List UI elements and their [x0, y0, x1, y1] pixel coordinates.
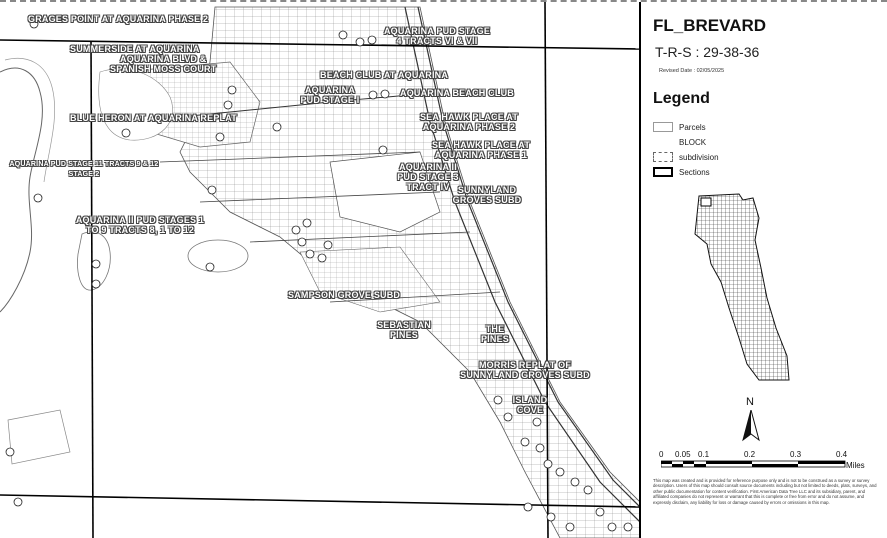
map-label: AQUARINA PUD STAGE 11 TRACTS 9 & 12 STAG…: [9, 161, 159, 178]
disclaimer-text: This map was created and is provided for…: [653, 478, 877, 505]
scale-tick-label: 0.1: [698, 450, 710, 459]
legend-item-label: BLOCK: [679, 137, 707, 147]
legend-panel: FL_BREVARD T-R-S : 29-38-36 Revised Date…: [641, 2, 887, 538]
map-label: ISLAND COVE: [512, 395, 548, 415]
block-swatch: [653, 137, 673, 147]
scale-bar: [661, 460, 846, 468]
map-title: FL_BREVARD: [653, 16, 767, 35]
north-arrow-label: N: [746, 396, 754, 408]
map-label: SEA HAWK PLACE AT AQUARINA PHASE 1: [431, 140, 531, 160]
scale-tick-label: 0.05: [675, 450, 691, 459]
cross-street: [159, 151, 421, 163]
legend-item-label: Parcels: [679, 122, 706, 132]
legend-item-label: Sections: [679, 167, 710, 177]
subdivision-swatch: [653, 152, 673, 162]
map-label: SPANISH MOSS COURT: [110, 64, 217, 74]
brevard-county-outline: [694, 193, 790, 381]
trs-label: T-R-S : 29-38-36: [655, 44, 760, 60]
map-label: AQUARINA II PUD STAGES 1 TO 9 TRACTS 8, …: [75, 215, 205, 235]
aquarina-blvd: [179, 93, 421, 118]
highway-a1a: [404, 6, 639, 522]
cross-street-3: [249, 231, 471, 243]
river-shoreline: [0, 67, 43, 313]
scale-tick-label: 0: [659, 450, 664, 459]
cross-street-4: [329, 291, 501, 303]
legend-item-sections: Sections: [653, 166, 710, 178]
location-highlight: [700, 197, 712, 207]
shoreline-inner: [4, 57, 55, 183]
lower-left-tract: [7, 409, 71, 465]
scale-tick-label: 0.3: [790, 450, 802, 459]
sections-swatch: [653, 167, 673, 177]
scale-tick-label: 0.2: [744, 450, 756, 459]
map-label: BLUE HERON AT AQUARINA REPLAT: [70, 113, 237, 123]
parcel-markers: [5, 19, 633, 532]
island-outline: [77, 231, 111, 291]
map-label: AQUARINA PUD STAGE I: [300, 85, 360, 105]
map-label: BEACH CLUB AT AQUARINA: [320, 70, 449, 80]
legend-item-label: subdivision: [679, 152, 719, 162]
revised-date: Revised Date : 02/05/2025: [659, 68, 725, 74]
map-label: THE PINES: [480, 324, 509, 344]
round-island: [187, 239, 249, 273]
map-label: AQUARINA II PUD STAGE 3 TRACT IV: [397, 162, 459, 192]
parcel-map[interactable]: [0, 2, 641, 538]
parcels-swatch: [653, 122, 673, 132]
map-label: AQUARINA BEACH CLUB: [400, 88, 514, 98]
map-label: SEA HAWK PLACE AT AQUARINA PHASE 2: [419, 112, 519, 132]
cross-street-2: [199, 191, 441, 203]
map-view[interactable]: GRAGES POINT AT AQUARINA PHASE 2 AQUARIN…: [0, 2, 641, 538]
legend-item-parcels: Parcels: [653, 121, 706, 133]
map-label: SUMMERSIDE AT AQUARINA: [70, 44, 200, 54]
legend-heading: Legend: [653, 90, 710, 107]
map-label: SUNNYLAND GROVES SUBD: [452, 185, 522, 205]
map-label: GRAGES POINT AT AQUARINA PHASE 2: [28, 14, 209, 24]
legend-item-block: BLOCK: [653, 136, 706, 148]
legend-item-subdivision: subdivision: [653, 151, 719, 163]
golf-course: [98, 68, 173, 141]
highway-a1a-edge: [417, 6, 639, 507]
map-label: MORRIS REPLAT OF SUNNYLAND GROVES SUBD: [460, 360, 590, 380]
scale-unit: Miles: [846, 461, 865, 470]
map-label: SEBASTIAN PINES: [377, 320, 431, 340]
section-lines: [0, 2, 639, 538]
map-label: AQUARINA PUD STAGE 4 TRACTS VI & VII: [383, 26, 491, 46]
sampson-block: [299, 246, 441, 313]
map-label: SAMPSON GROVE SUBD: [288, 290, 401, 300]
scale-tick-label: 0.4: [836, 450, 848, 459]
county-locator-map: [694, 193, 790, 381]
sunnyland-block: [329, 151, 441, 233]
map-label: AQUARINA BLVD &: [120, 54, 207, 64]
north-arrow-icon: [742, 410, 760, 442]
